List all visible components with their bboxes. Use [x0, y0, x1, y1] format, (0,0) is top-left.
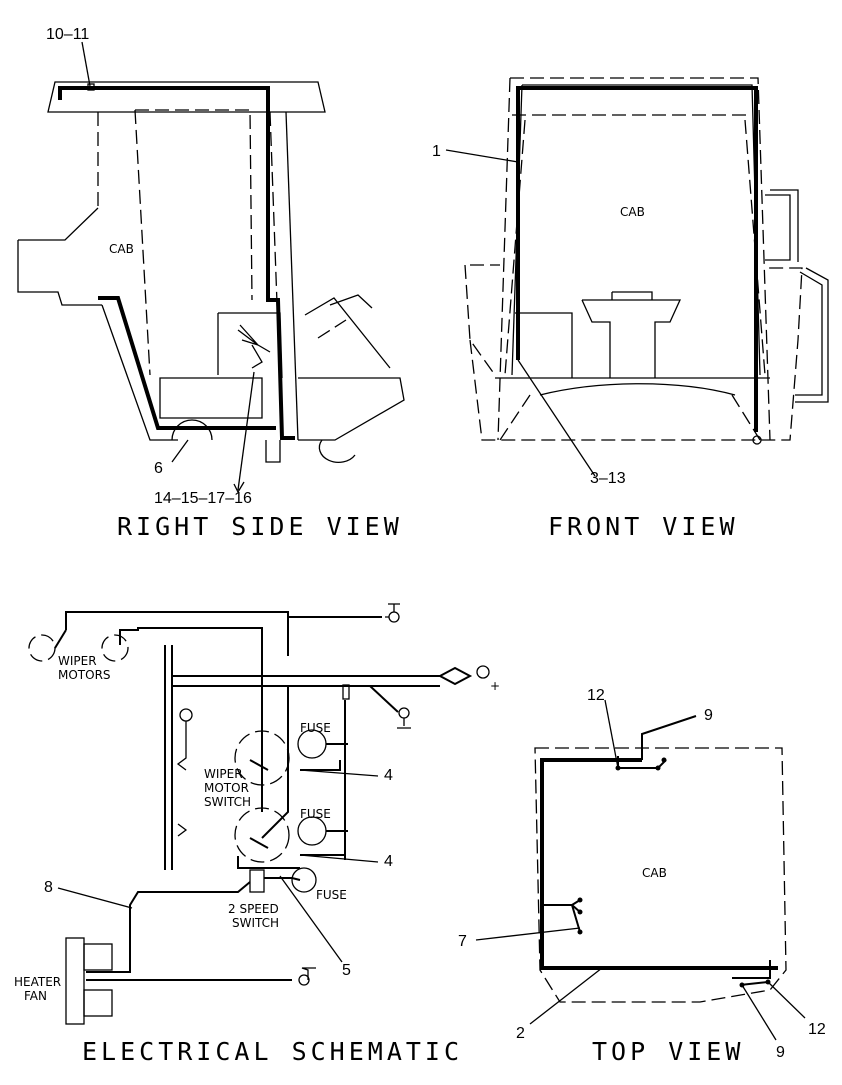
front-view: CAB 1 3–13 FRONT VIEW	[432, 77, 829, 541]
rs-cab-label: CAB	[109, 242, 134, 256]
callout-1: 1	[432, 143, 441, 160]
wiper-motor-switch-label-2: MOTOR	[204, 781, 249, 795]
wiper-motor-switch-label-1: WIPER	[204, 767, 243, 781]
wiper-motors-label-1: WIPER	[58, 654, 97, 668]
top-view: CAB 12 9 7 2 12 9 TOP VIEW	[458, 687, 826, 1066]
callout-4b: 4	[384, 853, 393, 870]
callout-10-11: 10–11	[46, 26, 89, 43]
callout-9-top: 9	[704, 707, 713, 724]
heater-fan-label-2: FAN	[24, 989, 47, 1003]
electrical-schematic: WIPER MOTORS FUSE FUSE FUSE WIPER MOTOR …	[14, 603, 500, 1066]
wiper-motors-label-2: MOTORS	[58, 668, 111, 682]
front-cab-label: CAB	[620, 205, 645, 219]
fuse-label-3: FUSE	[316, 888, 347, 902]
two-speed-switch-label-2: SWITCH	[232, 916, 279, 930]
callout-2: 2	[516, 1025, 525, 1042]
right-side-view: CAB 10–11 6 14–15–17–16 RIGHT SIDE VIEW	[17, 26, 405, 541]
callout-3-13: 3–13	[590, 470, 626, 487]
front-view-title: FRONT VIEW	[548, 512, 739, 541]
callout-7: 7	[458, 933, 467, 950]
callout-5: 5	[342, 962, 351, 979]
two-speed-switch-label-1: 2 SPEED	[228, 902, 279, 916]
callout-12-top: 12	[587, 687, 605, 704]
right-side-view-title: RIGHT SIDE VIEW	[117, 512, 403, 541]
callout-9-bottom: 9	[776, 1044, 785, 1061]
fuse-label-2: FUSE	[300, 807, 331, 821]
fuse-label-1: FUSE	[300, 721, 331, 735]
callout-6: 6	[154, 460, 163, 477]
callout-14-15-17-16: 14–15–17–16	[154, 490, 252, 507]
positive-terminal-label: +	[490, 679, 500, 693]
callout-4a: 4	[384, 767, 393, 784]
top-view-title: TOP VIEW	[592, 1037, 744, 1066]
callout-8: 8	[44, 879, 53, 896]
callout-12-bottom: 12	[808, 1021, 826, 1038]
electrical-schematic-title: ELECTRICAL SCHEMATIC	[82, 1037, 463, 1066]
wiper-motor-switch-label-3: SWITCH	[204, 795, 251, 809]
heater-fan-label-1: HEATER	[14, 975, 61, 989]
top-cab-label: CAB	[642, 866, 667, 880]
